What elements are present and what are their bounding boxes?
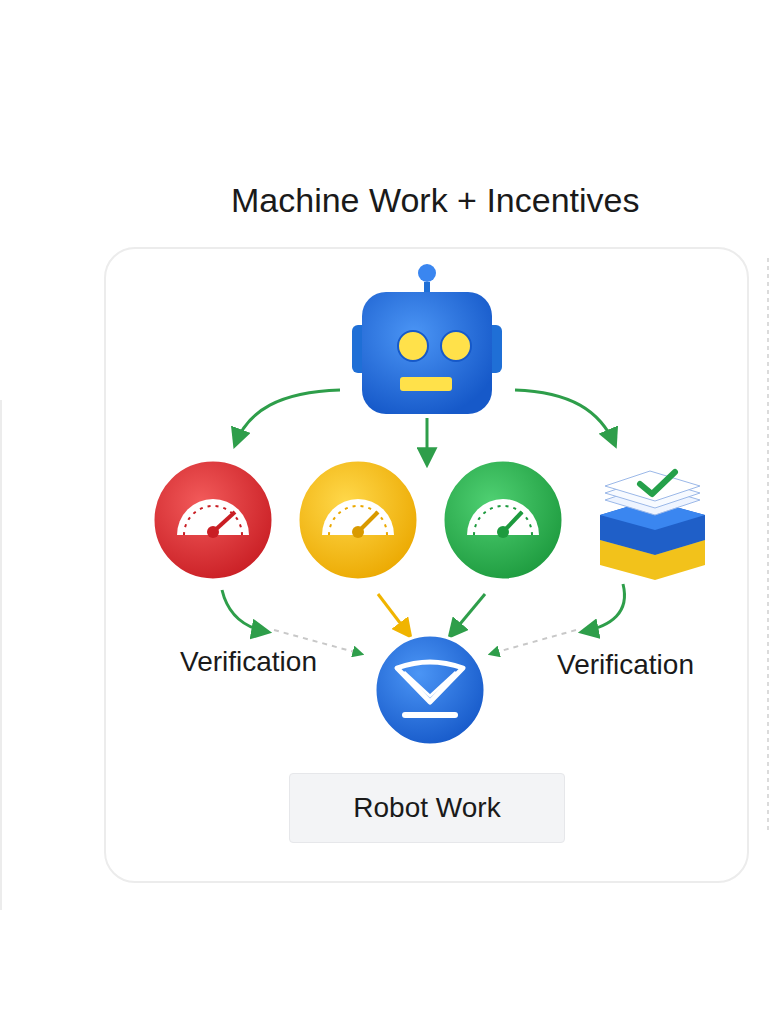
process-box: Robot Work bbox=[289, 773, 565, 843]
flow-arrow bbox=[222, 590, 268, 632]
node-text: Robot Work bbox=[353, 792, 500, 824]
flow-arrow bbox=[378, 594, 410, 636]
flow-arrow bbox=[515, 390, 615, 445]
diagram-title: Machine Work + Incentives bbox=[231, 181, 640, 220]
panel bbox=[105, 248, 748, 882]
dashed-divider bbox=[767, 258, 769, 830]
red-gauge bbox=[153, 460, 273, 580]
flow-arrow bbox=[450, 594, 485, 636]
flow-arrow bbox=[426, 418, 429, 464]
flow-arrow bbox=[235, 390, 340, 445]
verification-badge bbox=[375, 635, 485, 745]
ledger-stack bbox=[600, 471, 705, 580]
green-gauge bbox=[443, 460, 563, 580]
flow-arrow bbox=[582, 584, 625, 632]
verification-label: Verification bbox=[180, 646, 317, 678]
verification-label: Verification bbox=[557, 649, 694, 681]
yellow-gauge bbox=[298, 460, 418, 580]
edge-line bbox=[0, 400, 2, 910]
robot-icon bbox=[352, 264, 502, 414]
